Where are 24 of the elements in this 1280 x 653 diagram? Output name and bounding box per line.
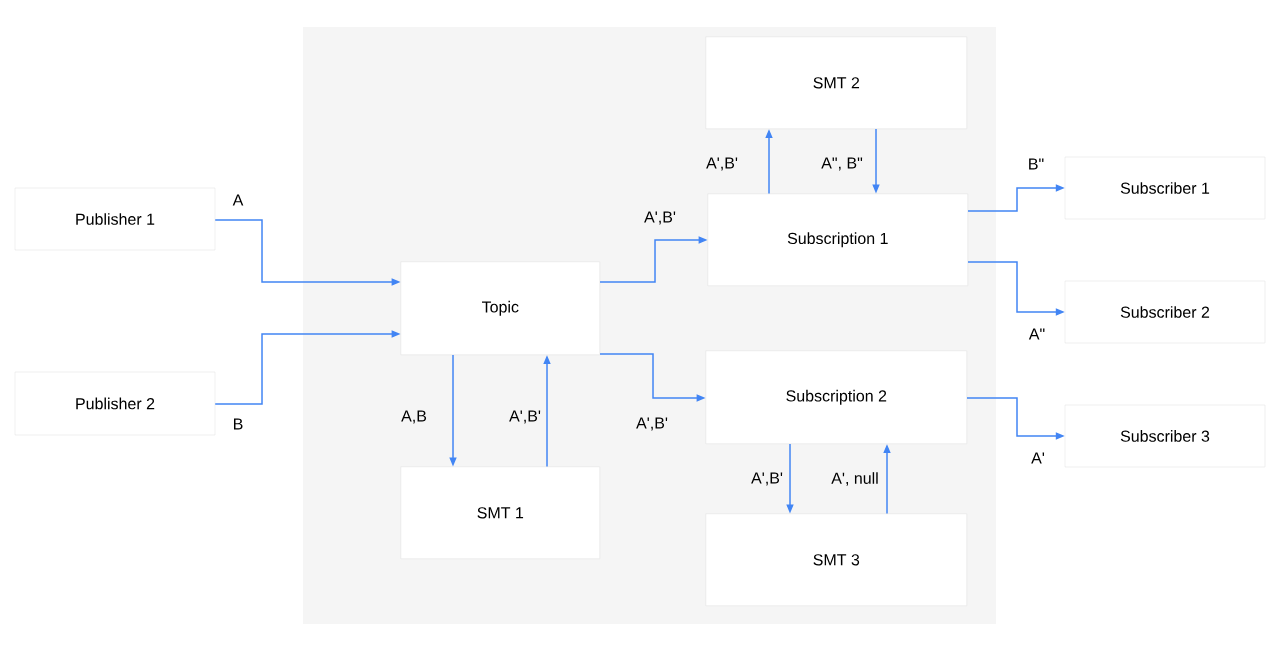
process-box: Topic (400, 261, 600, 355)
process-box: SMT 1 (400, 466, 600, 559)
process-box: Subscriber 2 (1064, 280, 1266, 344)
process-box: Subscriber 1 (1064, 156, 1266, 220)
edge-label: A',B' (706, 157, 738, 171)
edge-label: A", B" (821, 157, 863, 171)
edge-label: A (232, 194, 244, 206)
process-box: Publisher 2 (14, 371, 216, 436)
process-box: SMT 2 (705, 36, 967, 129)
process-box: Subscription 2 (705, 350, 967, 444)
edge-label: A' (1031, 452, 1045, 464)
process-box: Subscription 1 (707, 193, 968, 286)
edge-label: A" (1028, 328, 1045, 340)
edge-label: A',B' (636, 417, 668, 431)
edge-label: B (234, 418, 243, 430)
process-box: Publisher 1 (14, 187, 216, 251)
edge-label: A',B' (644, 211, 676, 225)
process-box: SMT 3 (705, 513, 967, 606)
edge-label: A,B (401, 410, 427, 424)
edge-label: B" (1029, 158, 1044, 170)
edge-label: A', null (831, 472, 878, 486)
edge-label: A',B' (751, 472, 783, 486)
process-box: Subscriber 3 (1064, 404, 1266, 468)
edge-label: A',B' (509, 410, 541, 424)
